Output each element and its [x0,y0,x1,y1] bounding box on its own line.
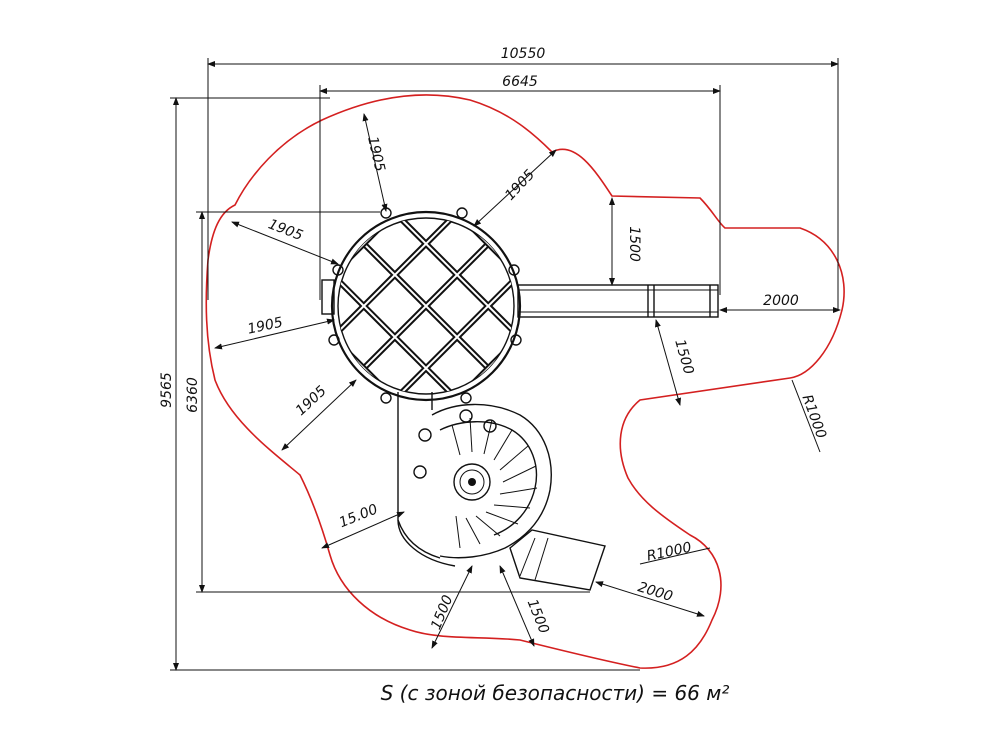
bridge-dimensions: 1500 1500 2000 R1000 [609,197,841,453]
dim-bridge-top: 1500 [626,226,642,262]
dim-radius-slide: R1000 [645,540,693,565]
dim-slide-left: 15.00 [337,501,380,531]
dim-inner-height: 6360 [185,377,201,413]
dim-slide-bottom-left: 1500 [428,593,456,632]
dim-bridge-end: 2000 [763,293,799,309]
dim-overall-height: 9565 [159,372,175,408]
dim-inner-width: 6645 [502,74,538,90]
dim-radial-upper-left: 1905 [266,216,305,244]
lattice-net [338,218,514,394]
safety-zone-outline [205,94,845,669]
dim-radial-lower-left: 1905 [293,383,330,419]
bridge-element [517,284,719,318]
dim-bridge-bottom: 1500 [671,338,696,377]
dim-slide-exit: 2000 [636,579,675,605]
overall-height-dimension: 9565 [159,97,640,671]
dim-radial-left: 1905 [246,315,284,338]
dim-overall-width: 10550 [501,46,546,62]
spiral-slide [397,392,606,591]
dim-radius-right: R1000 [798,393,829,441]
inner-width-dimension: 6645 [319,74,721,300]
dim-radial-upper-right: 1905 [502,167,538,204]
dim-slide-bottom-right: 1500 [524,597,552,636]
area-caption: S (с зоной безопасности) = 66 м² [381,681,730,705]
round-platform [321,207,522,404]
dim-radial-top: 1905 [364,135,388,173]
